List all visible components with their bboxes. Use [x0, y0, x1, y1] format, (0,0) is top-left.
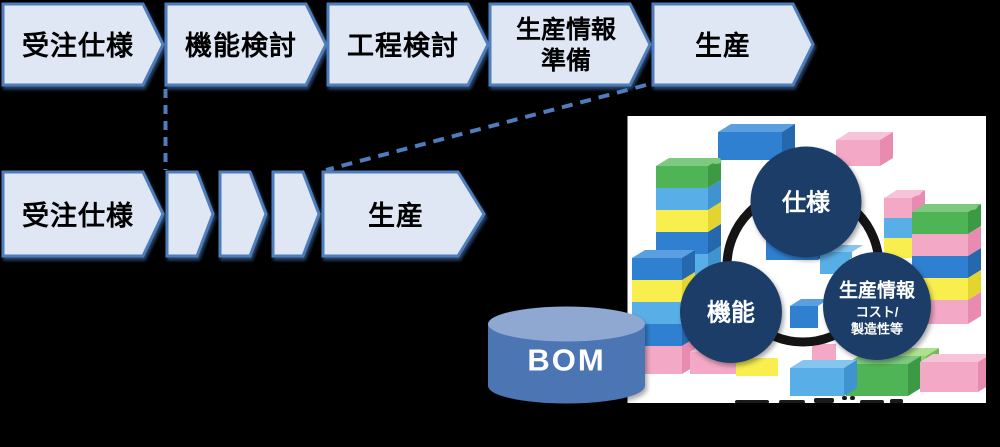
- flow-step-label: 生産: [368, 200, 424, 231]
- diagonal-dashed-connector: [325, 83, 647, 172]
- flow-step-production: [321, 170, 486, 258]
- flow-step-label-line1: 生産情報: [516, 15, 617, 44]
- collapsed-step-chevron: [271, 170, 321, 258]
- module-sublabel-cost: コスト/: [856, 305, 899, 320]
- flow-step-production-info-prep: [488, 2, 652, 87]
- collapsed-step-chevron: [165, 170, 215, 258]
- flow-top: 受注仕様 機能検討 工程検討 生産情報 準備 生産: [1, 2, 815, 87]
- flow-step-label: 生産: [695, 30, 751, 61]
- module-label-production-info: 生産情報: [839, 279, 916, 302]
- flow-step-label-line2: 準備: [541, 46, 591, 75]
- flow-step-function-study: [164, 2, 328, 87]
- flow-step-label: 受注仕様: [22, 200, 134, 231]
- flow-step-order-spec: [1, 2, 165, 87]
- flow-step-production: [651, 2, 815, 87]
- bom-label: BOM: [527, 343, 605, 378]
- module-circle-production-info: [823, 252, 931, 360]
- flow-bottom: 受注仕様 生産: [1, 170, 486, 258]
- module-circle-spec: [750, 146, 862, 258]
- lego-brick-blue-top: [718, 124, 795, 160]
- bom-database-cylinder: BOM: [488, 306, 645, 404]
- module-circle-function: [680, 261, 782, 363]
- module-label-spec: 仕様: [781, 189, 831, 217]
- module-sublabel-manufacturability: 製造性等: [850, 322, 903, 337]
- flow-step-label: 工程検討: [347, 30, 459, 61]
- module-label-function: 機能: [707, 299, 755, 327]
- flow-step-label: 機能検討: [185, 30, 297, 61]
- flow-step-label: 受注仕様: [22, 30, 134, 61]
- collapsed-step-chevron: [218, 170, 268, 258]
- module-illustration-panel: 仕様 機能 生産情報 コスト/ 製造性等: [627, 116, 986, 403]
- flow-step-order-spec: [1, 170, 165, 258]
- cropped-caption-fragment: [735, 396, 903, 403]
- flow-step-process-study: [326, 2, 490, 87]
- lego-brick-pink-top: [836, 132, 893, 166]
